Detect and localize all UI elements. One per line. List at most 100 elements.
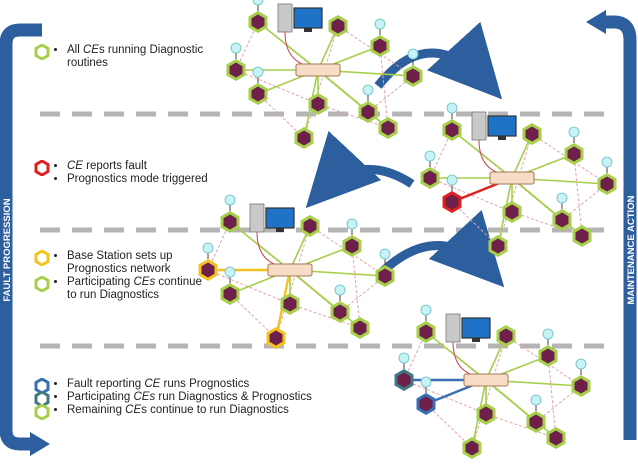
ce-node-core [600, 176, 614, 192]
ce-node [526, 394, 546, 433]
legend-bullet: CE reports fault [67, 160, 208, 173]
legend-text: Participating [67, 391, 134, 403]
ce-node [280, 293, 300, 315]
ce-node-core [499, 328, 513, 344]
hub-link [511, 177, 583, 237]
antenna-signal-icon [334, 284, 346, 296]
legend-text: Prognostics mode triggered [67, 173, 208, 185]
mesh-link [229, 293, 277, 339]
ce-node-core [419, 396, 433, 412]
base-station-hub [267, 263, 313, 277]
antenna-signal-icon [530, 394, 542, 406]
hub-link [451, 129, 513, 179]
ce-node-core [529, 414, 543, 430]
ce-node [564, 126, 584, 165]
ce-node-core [223, 214, 237, 230]
mesh-link [303, 25, 339, 139]
ce-node [597, 156, 617, 195]
ce-node-core [331, 18, 345, 34]
stage-1-legend: All CEs running Diagnostic routines [34, 44, 234, 70]
ce-node-core [423, 170, 437, 186]
ce-node-core [445, 122, 459, 138]
ce-node-core [541, 348, 555, 364]
antenna-signal-icon [407, 48, 419, 60]
ce-node-core [479, 406, 493, 422]
mesh-link [573, 153, 583, 237]
ce-node [328, 15, 348, 37]
ce-node [248, 0, 268, 33]
legend-text: Fault reporting [67, 378, 145, 390]
stage-1-bullets: All CEs running Diagnostic routines [54, 44, 234, 70]
legend-text: CE [144, 378, 161, 390]
antenna-signal-icon [420, 304, 432, 316]
mesh-link [379, 45, 389, 129]
ce-node [294, 127, 314, 149]
ce-node [496, 325, 516, 347]
server-tower-icon [249, 203, 265, 233]
ce-node [546, 427, 566, 449]
ce-node [220, 266, 240, 305]
monitor-stand [498, 136, 506, 140]
legend-text: continue to run Diagnostics [67, 276, 202, 301]
ce-node-core [251, 86, 265, 102]
ce-node [502, 201, 522, 223]
mesh-link [207, 221, 231, 271]
hub-link [257, 21, 319, 71]
prognostic-node-icon [34, 250, 50, 266]
stage-flow-arrow [305, 130, 415, 209]
ce-node [358, 84, 378, 123]
server-tower-icon [471, 111, 487, 141]
maintenance-action-label: MAINTENANCE ACTION [626, 195, 637, 304]
station-cable [256, 231, 281, 267]
ce-node-core [269, 330, 283, 346]
legend-bullet: Fault reporting CE runs Prognostics [67, 378, 312, 391]
stage-3-bullets: Base Station sets up Prognostics network… [54, 250, 214, 302]
antenna-signal-icon [556, 192, 568, 204]
ce-node [538, 328, 558, 367]
antenna-signal-icon [230, 42, 242, 54]
antenna-signal-icon [446, 174, 458, 186]
ce-node-core [345, 238, 359, 254]
fault-progression-arrow [0, 23, 50, 456]
ce-node [571, 358, 591, 397]
ce-node [308, 93, 328, 115]
antenna-signal-icon [346, 218, 358, 230]
mesh-link [289, 303, 361, 329]
monitor-icon [293, 7, 323, 29]
ce-node [370, 18, 390, 57]
ce-node [420, 150, 440, 189]
ce-node-core [373, 38, 387, 54]
monitor-stand [276, 228, 284, 232]
ce-node [488, 235, 508, 257]
hub-link [229, 221, 291, 271]
legend-text: CE [67, 160, 83, 172]
legend-bullet: Base Station sets up Prognostics network [67, 250, 214, 276]
stage-2-legend: CE reports faultPrognostics mode trigger… [34, 160, 254, 186]
ce-node-core [378, 268, 392, 284]
mesh-link [429, 129, 453, 179]
ce-node [350, 317, 370, 339]
mesh-link [257, 93, 305, 139]
ce-node-core [223, 286, 237, 302]
mesh-link [547, 355, 557, 439]
ce-node [198, 242, 218, 281]
ce-node-core [297, 130, 311, 146]
legend-bullet: Participating CEs continue to run Diagno… [67, 276, 214, 302]
legend-text: runs Prognostics [160, 378, 250, 390]
ce-node [378, 117, 398, 139]
mesh-link [403, 331, 427, 381]
antenna-signal-icon [252, 66, 264, 78]
ce-node-core [251, 14, 265, 30]
legend-text: s running Diagnostic routines [67, 44, 204, 69]
legend-text: Remaining [67, 404, 126, 416]
ce-node [248, 66, 268, 105]
antenna-signal-icon [202, 242, 214, 254]
ce-node [342, 218, 362, 257]
ce-node [300, 215, 320, 237]
antenna-signal-icon [568, 126, 580, 138]
ce-node-core [311, 96, 325, 112]
diagnostic-node-icon [34, 44, 50, 60]
mesh-link [485, 413, 557, 439]
stage-flow-arrow [378, 209, 505, 288]
antenna-signal-icon [542, 328, 554, 340]
